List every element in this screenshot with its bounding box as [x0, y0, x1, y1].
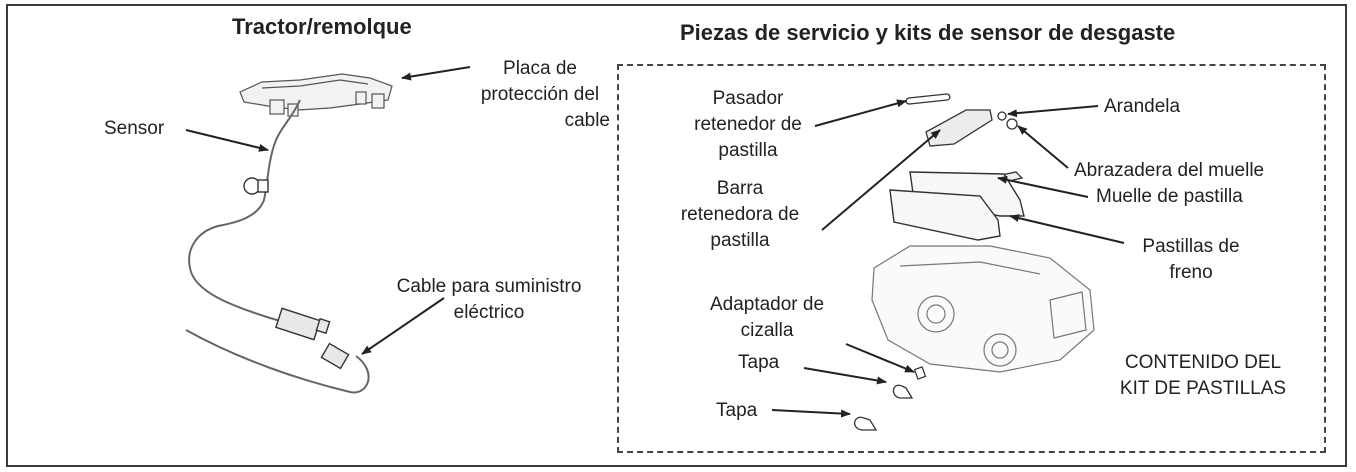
caliper-body: [871, 245, 1095, 373]
label-pasador-line3: pastilla: [718, 140, 778, 161]
brake-pads: [889, 171, 1025, 241]
label-pastillas-line2: freno: [1169, 262, 1213, 283]
tapa1-arrow: [803, 367, 887, 385]
label-tapa-1: Tapa: [738, 352, 780, 373]
tapa2-arrow: [771, 409, 851, 418]
label-pastillas-line1: Pastillas de: [1142, 236, 1240, 257]
label-placa-line1: Placa de: [503, 58, 577, 79]
label-placa-line3: cable: [564, 110, 610, 131]
retainer-pin: [905, 93, 951, 105]
label-barra: Barra retenedora de pastilla: [656, 176, 824, 254]
label-kit-line1: CONTENIDO DEL: [1124, 352, 1282, 373]
washer-and-clamp: [997, 111, 1018, 130]
label-pastillas: Pastillas de freno: [1116, 234, 1266, 286]
label-kit-contents: CONTENIDO DEL KIT DE PASTILLAS: [1094, 350, 1312, 402]
label-sensor: Sensor: [104, 118, 165, 139]
arandela-arrow: [1007, 105, 1099, 118]
label-tapa-2: Tapa: [716, 400, 758, 421]
label-barra-line3: pastilla: [710, 230, 770, 251]
label-barra-line2: retenedora de: [680, 204, 800, 225]
right-panel-title: Piezas de servicio y kits de sensor de d…: [680, 20, 1176, 45]
sensor-clip: [243, 177, 269, 195]
label-adaptador-line1: Adaptador de: [709, 294, 825, 315]
label-muelle: Muelle de pastilla: [1096, 186, 1243, 207]
harness-connector: [275, 307, 331, 341]
label-abrazadera: Abrazadera del muelle: [1074, 160, 1265, 181]
label-arandela: Arandela: [1104, 96, 1181, 117]
pastillas-arrow: [1009, 214, 1125, 244]
label-barra-line1: Barra: [716, 178, 764, 199]
muelle-arrow: [997, 175, 1089, 198]
label-cable: Cable para suministro eléctrico: [372, 274, 606, 326]
label-pasador: Pasador retenedor de pastilla: [678, 86, 818, 164]
caps: [854, 384, 914, 431]
kit-contents-box: [617, 64, 1326, 453]
abrazadera-arrow: [1017, 125, 1069, 169]
cable-arrow: [361, 297, 445, 355]
supply-connector: [320, 342, 350, 370]
pasador-arrow: [814, 99, 907, 127]
cable-protection-plate: [239, 73, 393, 117]
left-panel-title: Tractor/remolque: [232, 14, 412, 39]
label-pasador-line2: retenedor de: [694, 114, 802, 135]
placa-arrow: [401, 66, 471, 81]
label-pasador-line1: Pasador: [712, 88, 784, 109]
figure-frame: [6, 4, 1347, 467]
retainer-bar: [925, 109, 993, 147]
label-cable-line1: Cable para suministro: [396, 276, 582, 297]
label-cable-line2: eléctrico: [453, 302, 525, 323]
label-adaptador-line2: cizalla: [740, 320, 794, 341]
label-placa-line2: protección del: [480, 84, 600, 105]
label-placa: Placa de protección del cable: [470, 56, 610, 134]
shear-adapter: [913, 366, 927, 380]
adaptador-arrow: [845, 343, 915, 373]
barra-arrow: [821, 129, 941, 231]
sensor-arrow: [185, 129, 269, 152]
sensor-cable: [185, 99, 370, 394]
label-kit-line2: KIT DE PASTILLAS: [1119, 378, 1287, 399]
label-adaptador: Adaptador de cizalla: [682, 292, 852, 344]
